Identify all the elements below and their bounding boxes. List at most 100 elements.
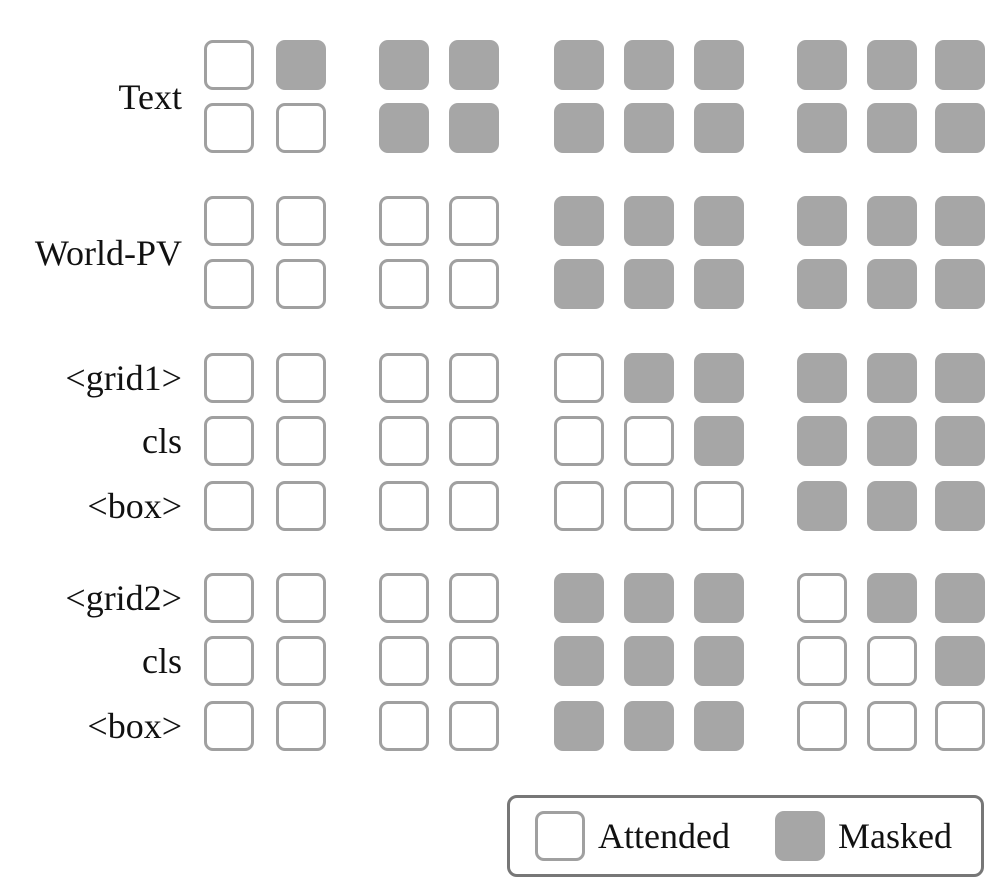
attended-cell-worldpv-a-3 <box>449 196 499 246</box>
attended-cell-grid2-7 <box>797 573 847 623</box>
masked-cell-grid1-9 <box>935 353 985 403</box>
attended-cell-cls1-4 <box>554 416 604 466</box>
masked-swatch <box>775 811 825 861</box>
attended-cell-cls2-1 <box>276 636 326 686</box>
attended-cell-worldpv-a-2 <box>379 196 429 246</box>
masked-cell-text-a-3 <box>449 40 499 90</box>
attended-cell-grid1-0 <box>204 353 254 403</box>
attended-cell-box2-1 <box>276 701 326 751</box>
attended-cell-box2-3 <box>449 701 499 751</box>
masked-cell-cls1-9 <box>935 416 985 466</box>
masked-cell-text-b-9 <box>935 103 985 153</box>
attended-cell-grid2-1 <box>276 573 326 623</box>
masked-cell-text-a-5 <box>624 40 674 90</box>
attended-cell-box1-2 <box>379 481 429 531</box>
masked-cell-worldpv-b-6 <box>694 259 744 309</box>
attended-cell-grid2-0 <box>204 573 254 623</box>
masked-cell-grid1-5 <box>624 353 674 403</box>
legend: Attended Masked <box>507 795 984 877</box>
masked-cell-box2-4 <box>554 701 604 751</box>
masked-cell-cls2-9 <box>935 636 985 686</box>
masked-cell-grid2-4 <box>554 573 604 623</box>
masked-cell-worldpv-a-8 <box>867 196 917 246</box>
masked-cell-grid1-8 <box>867 353 917 403</box>
attended-cell-text-a-0 <box>204 40 254 90</box>
attended-label: Attended <box>598 816 730 856</box>
attended-cell-cls2-2 <box>379 636 429 686</box>
attended-cell-worldpv-b-0 <box>204 259 254 309</box>
attended-cell-cls1-1 <box>276 416 326 466</box>
masked-cell-worldpv-b-4 <box>554 259 604 309</box>
attended-cell-box1-5 <box>624 481 674 531</box>
attended-cell-cls2-0 <box>204 636 254 686</box>
attended-cell-grid2-3 <box>449 573 499 623</box>
masked-cell-cls1-8 <box>867 416 917 466</box>
masked-cell-worldpv-b-9 <box>935 259 985 309</box>
masked-cell-text-b-4 <box>554 103 604 153</box>
masked-cell-cls2-4 <box>554 636 604 686</box>
masked-cell-text-b-8 <box>867 103 917 153</box>
masked-cell-text-b-5 <box>624 103 674 153</box>
attended-cell-cls1-5 <box>624 416 674 466</box>
masked-cell-box2-5 <box>624 701 674 751</box>
row-label-grid2: <grid2> <box>65 578 182 618</box>
attended-cell-box2-7 <box>797 701 847 751</box>
masked-cell-text-a-8 <box>867 40 917 90</box>
masked-cell-box1-8 <box>867 481 917 531</box>
masked-cell-worldpv-b-5 <box>624 259 674 309</box>
masked-cell-worldpv-a-6 <box>694 196 744 246</box>
attended-cell-grid2-2 <box>379 573 429 623</box>
masked-cell-worldpv-a-4 <box>554 196 604 246</box>
attended-cell-worldpv-a-0 <box>204 196 254 246</box>
attended-cell-box2-9 <box>935 701 985 751</box>
masked-cell-worldpv-b-8 <box>867 259 917 309</box>
attended-cell-box2-8 <box>867 701 917 751</box>
attended-cell-box1-3 <box>449 481 499 531</box>
masked-cell-text-b-7 <box>797 103 847 153</box>
attended-cell-grid1-3 <box>449 353 499 403</box>
masked-cell-worldpv-a-5 <box>624 196 674 246</box>
masked-cell-worldpv-a-9 <box>935 196 985 246</box>
attended-cell-cls1-2 <box>379 416 429 466</box>
masked-cell-grid2-8 <box>867 573 917 623</box>
masked-cell-grid1-6 <box>694 353 744 403</box>
row-label-cls2: cls <box>142 641 182 681</box>
masked-cell-text-b-2 <box>379 103 429 153</box>
attended-cell-box1-4 <box>554 481 604 531</box>
attended-cell-box2-0 <box>204 701 254 751</box>
attended-cell-grid1-4 <box>554 353 604 403</box>
attended-cell-cls2-8 <box>867 636 917 686</box>
row-label-text-a: Text <box>118 77 182 117</box>
row-label-cls1: cls <box>142 421 182 461</box>
attended-cell-text-b-0 <box>204 103 254 153</box>
masked-cell-box1-9 <box>935 481 985 531</box>
masked-cell-grid1-7 <box>797 353 847 403</box>
masked-cell-text-a-2 <box>379 40 429 90</box>
attended-cell-cls2-3 <box>449 636 499 686</box>
row-label-worldpv-a: World-PV <box>34 233 182 273</box>
masked-cell-grid2-9 <box>935 573 985 623</box>
attended-cell-worldpv-b-2 <box>379 259 429 309</box>
attended-cell-cls1-0 <box>204 416 254 466</box>
attended-swatch <box>535 811 585 861</box>
attended-cell-cls2-7 <box>797 636 847 686</box>
masked-cell-grid2-6 <box>694 573 744 623</box>
attended-cell-grid1-2 <box>379 353 429 403</box>
attended-cell-worldpv-b-3 <box>449 259 499 309</box>
row-label-box2: <box> <box>87 706 182 746</box>
masked-cell-text-a-1 <box>276 40 326 90</box>
attended-cell-worldpv-b-1 <box>276 259 326 309</box>
masked-cell-box2-6 <box>694 701 744 751</box>
attended-cell-box1-1 <box>276 481 326 531</box>
attended-cell-box1-0 <box>204 481 254 531</box>
attended-cell-box1-6 <box>694 481 744 531</box>
masked-cell-text-b-6 <box>694 103 744 153</box>
masked-cell-box1-7 <box>797 481 847 531</box>
attended-cell-cls1-3 <box>449 416 499 466</box>
masked-cell-worldpv-a-7 <box>797 196 847 246</box>
masked-cell-text-a-6 <box>694 40 744 90</box>
masked-cell-worldpv-b-7 <box>797 259 847 309</box>
masked-cell-text-a-9 <box>935 40 985 90</box>
attended-cell-text-b-1 <box>276 103 326 153</box>
